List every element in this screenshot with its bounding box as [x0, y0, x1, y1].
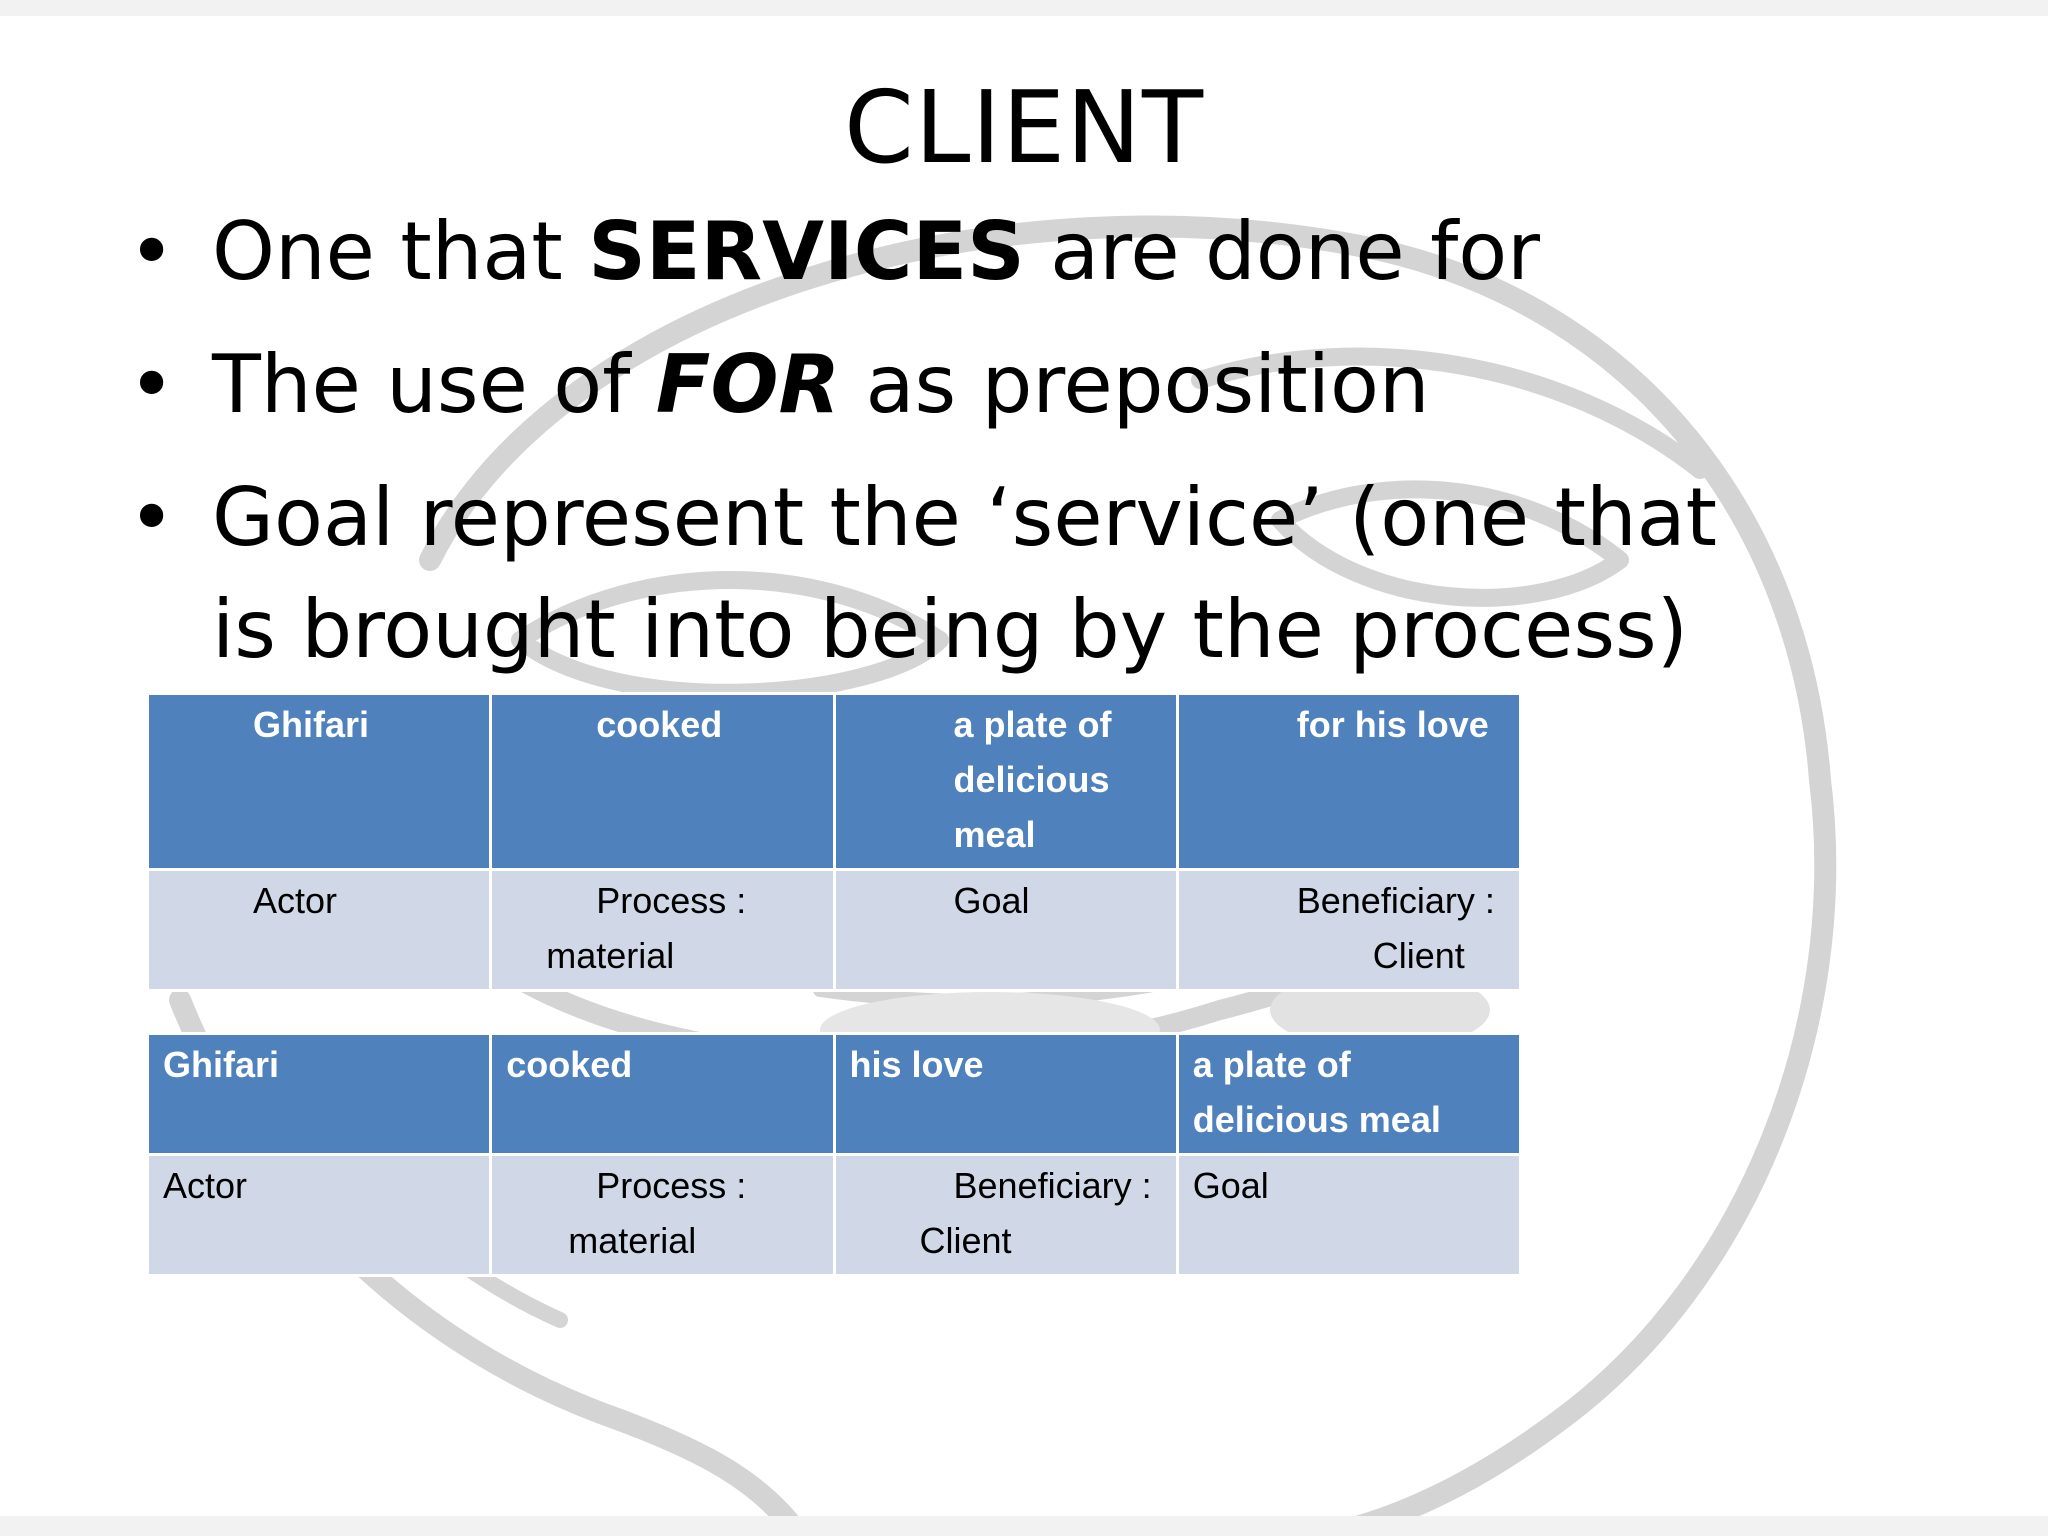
bullet-text-emphasis: FOR — [655, 338, 841, 431]
table-role-cell: Process : material — [489, 1153, 836, 1277]
role-label: Beneficiary : — [1296, 880, 1495, 921]
transitivity-table-1: Ghifari cooked a plate of delicious meal… — [145, 692, 1523, 992]
role-label: Process : — [596, 880, 747, 921]
bullet-text-part: The use of — [212, 338, 656, 431]
bullet-dot-icon: • — [128, 471, 176, 564]
table-header-cell: his love — [832, 1032, 1179, 1156]
table-role-cell: Goal — [832, 868, 1179, 992]
bullet-dot-icon: • — [128, 338, 176, 431]
bullet-text-emphasis: SERVICES — [588, 205, 1025, 298]
bullet-list: • One that SERVICES are done for • The u… — [128, 196, 1728, 707]
bullet-text-part: Goal represent the ‘service’ (one that i… — [212, 471, 1718, 676]
bullet-item-for-preposition: • The use of FOR as preposition — [128, 329, 1728, 441]
role-label: Actor — [163, 1165, 248, 1206]
table-role-row: Actor Process : material Beneficiary : C… — [145, 1153, 1523, 1277]
table-header-cell: Ghifari — [145, 692, 493, 871]
table-header-row: Ghifari cooked his love a plate of delic… — [145, 1032, 1523, 1156]
bullet-item-services: • One that SERVICES are done for — [128, 196, 1728, 308]
table-header-cell: Ghifari — [145, 1032, 493, 1156]
bullet-text-part: as preposition — [840, 338, 1430, 431]
role-label: Actor — [253, 880, 338, 921]
bottom-border-strip — [0, 1516, 2048, 1536]
table-role-row: Actor Process : material Goal Beneficiar… — [145, 868, 1523, 992]
top-border-strip — [0, 0, 2048, 16]
role-label: Goal — [953, 880, 1030, 921]
table-header-cell: a plate of delicious meal — [832, 692, 1179, 871]
table-role-cell: Process : material — [489, 868, 836, 992]
bullet-dot-icon: • — [128, 205, 176, 298]
table-role-cell: Actor — [145, 1153, 493, 1277]
bullet-text-part: One that — [212, 205, 589, 298]
table-header-cell: for his love — [1175, 692, 1523, 871]
table-header-row: Ghifari cooked a plate of delicious meal… — [145, 692, 1523, 871]
table-header-cell: cooked — [489, 1032, 836, 1156]
table-role-cell: Beneficiary : Client — [1175, 868, 1523, 992]
role-label: material — [546, 935, 675, 976]
transitivity-table-2: Ghifari cooked his love a plate of delic… — [145, 1032, 1523, 1277]
table-role-cell: Goal — [1175, 1153, 1523, 1277]
role-label: Process : — [596, 1165, 747, 1206]
table-role-cell: Beneficiary : Client — [832, 1153, 1179, 1277]
role-label: Client — [1372, 935, 1465, 976]
role-label: material — [568, 1220, 697, 1261]
bullet-text-part: are done for — [1024, 205, 1541, 298]
role-label: Goal — [1192, 1165, 1269, 1206]
table-role-cell: Actor — [145, 868, 493, 992]
bullet-item-goal: • Goal represent the ‘service’ (one that… — [128, 462, 1728, 686]
role-label: Beneficiary : — [953, 1165, 1152, 1206]
slide-title: CLIENT — [843, 69, 1205, 186]
role-label: Client — [919, 1220, 1012, 1261]
table-header-cell: a plate of delicious meal — [1175, 1032, 1523, 1156]
table-header-cell: cooked — [489, 692, 836, 871]
